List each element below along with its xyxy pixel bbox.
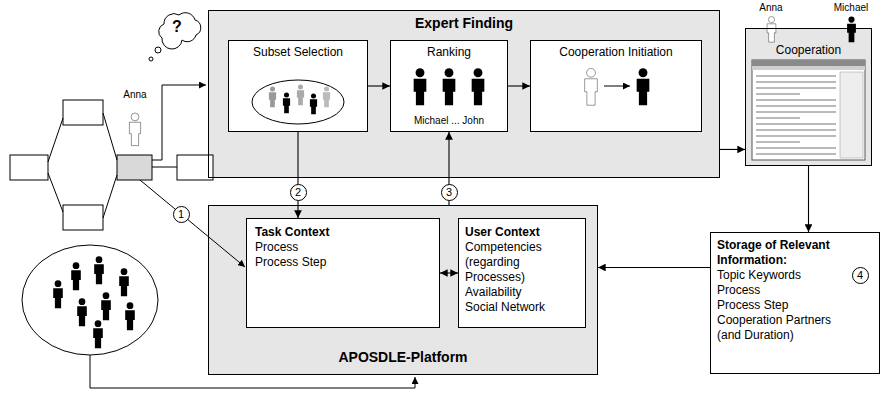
ranking-box: RankingMichael ... John	[390, 40, 508, 132]
person-icon	[443, 68, 456, 105]
box-fill	[710, 232, 880, 374]
callout-number: 2	[290, 184, 307, 201]
box-fill	[246, 218, 440, 328]
connector	[368, 85, 390, 86]
node-title: Storage of Relevant Information:	[717, 238, 849, 268]
connector	[720, 149, 745, 150]
box-fill	[530, 40, 702, 132]
box-fill	[458, 218, 586, 328]
flow-line	[48, 113, 177, 218]
node-text: Process	[255, 240, 431, 255]
callout-number: 4	[852, 267, 869, 284]
callout-number: 1	[173, 206, 190, 223]
process-step	[10, 155, 48, 180]
person-icon	[94, 256, 104, 284]
thought-bubble	[155, 47, 161, 53]
thought-bubble	[149, 57, 153, 61]
person-icon	[283, 92, 290, 113]
aposdle-platform-band: APOSDLE-Platform Task ContextProcessProce…	[208, 205, 598, 375]
person-icon	[269, 86, 276, 107]
box-fill	[228, 40, 368, 132]
thought-mark: ?	[172, 18, 182, 36]
subset-ellipse	[252, 80, 344, 124]
person-icon	[637, 68, 650, 105]
person-icon	[472, 68, 485, 105]
connector	[598, 267, 710, 268]
node-title: APOSDLE-Platform	[213, 349, 593, 367]
user-context-box: User ContextCompetencies (regarding Proc…	[458, 218, 586, 328]
node-title: Task Context	[255, 225, 431, 240]
person-icon	[119, 268, 129, 296]
person-icon	[767, 17, 776, 43]
person-icon	[414, 68, 427, 105]
document-screenshot	[752, 60, 865, 160]
person-icon	[71, 262, 81, 290]
person-icon	[323, 86, 330, 107]
initiation-arrow	[604, 86, 630, 87]
request-arrow	[152, 85, 206, 160]
thought-bubble	[159, 13, 201, 49]
process-step	[63, 100, 103, 125]
node-text: Cooperation Partners (and Duration)	[717, 313, 849, 343]
person-icon	[847, 17, 856, 43]
person-icon	[297, 84, 304, 105]
person-icon	[125, 302, 135, 330]
cooperation-panel: Cooperation	[745, 28, 872, 166]
node-text: Availability	[465, 285, 579, 300]
person-icon	[101, 292, 111, 320]
node-text: Topic Keywords	[717, 268, 849, 283]
callout-number: 3	[441, 184, 458, 201]
cooperation-initiation-box: Cooperation Initiation	[530, 40, 702, 132]
subset-selection-box: Subset Selection	[228, 40, 368, 132]
connector	[508, 85, 530, 86]
person-name: Michael	[834, 2, 868, 14]
connector	[808, 166, 809, 232]
expert-finding-band: Expert FindingSubset Selection RankingMic…	[208, 10, 720, 178]
node-title: Ranking	[395, 45, 503, 60]
node-text: Michael ... John	[395, 115, 503, 128]
node-text: Process Step	[717, 298, 849, 313]
node-title: User Context	[465, 225, 579, 240]
person-icon	[93, 320, 103, 348]
person-icon	[310, 93, 317, 114]
box-fill	[745, 28, 872, 166]
node-text: Social Network	[465, 300, 579, 315]
person-icon	[77, 298, 87, 326]
box-fill	[208, 10, 720, 178]
node-title: Cooperation	[750, 43, 867, 58]
node-title: Expert Finding	[215, 15, 713, 33]
person-name: Anna	[759, 2, 782, 14]
box-fill	[208, 205, 598, 375]
person-icon	[585, 68, 598, 105]
people-pool	[22, 245, 158, 355]
person-icon	[129, 113, 140, 146]
node-text: Process Step	[255, 255, 431, 270]
current-process-step	[117, 155, 152, 180]
person-name: Anna	[123, 89, 146, 101]
connector	[440, 272, 458, 273]
box-fill	[390, 40, 508, 132]
context-arrow	[140, 180, 245, 267]
person-icon	[53, 280, 63, 308]
node-text: Process	[717, 283, 849, 298]
node-title: Cooperation Initiation	[535, 45, 697, 60]
node-text: Competencies (regarding Processes)	[465, 240, 579, 285]
storage-box: Storage of Relevant Information:Topic Ke…	[710, 232, 880, 374]
task-context-box: Task ContextProcessProcess Step	[246, 218, 440, 328]
process-step	[63, 205, 103, 230]
node-title: Subset Selection	[233, 45, 363, 60]
